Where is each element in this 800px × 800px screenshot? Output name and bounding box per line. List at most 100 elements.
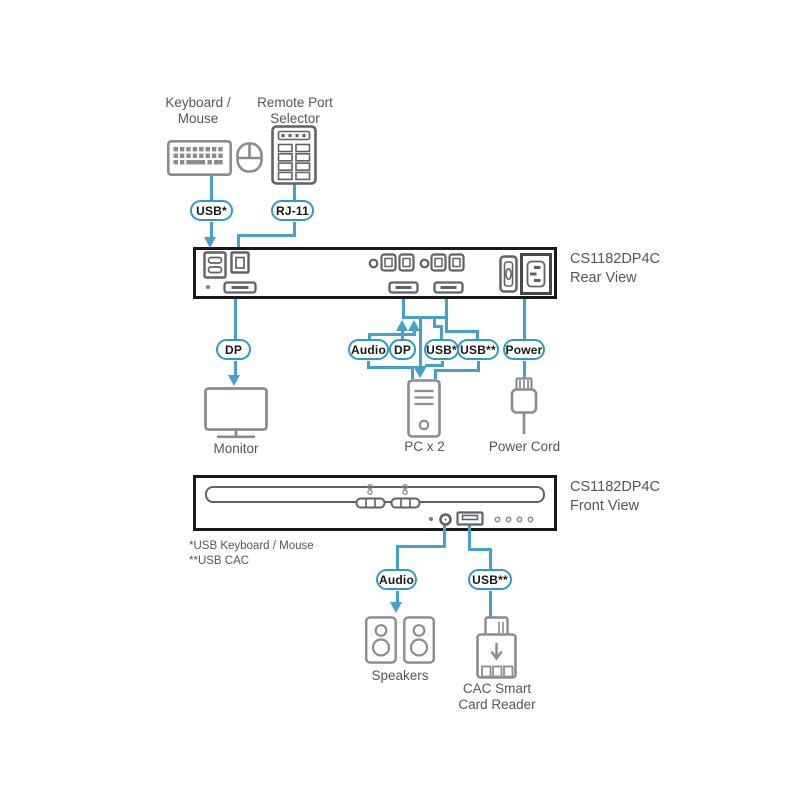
remote-selector-label-line1: Remote Port (257, 95, 333, 110)
front-view-title: CS1182DP4C Front View (570, 478, 660, 515)
badge-dp-monitor-label: DP (224, 342, 243, 357)
cable-rj11-a (293, 222, 296, 237)
badge-audio-front-label: Audio (379, 572, 414, 587)
footnote-usb-keyboard: *USB Keyboard / Mouse (189, 540, 314, 552)
dp-port-mid2-icon (433, 281, 464, 294)
speakers-label: Speakers (371, 668, 429, 683)
cable-usb2-dn-c (434, 372, 437, 379)
card-reader-label: CAC Smart Card Reader (444, 681, 550, 712)
card-reader-label-line1: CAC Smart (462, 681, 532, 696)
cable-audio-dn-b (367, 366, 414, 369)
remote-selector-label: Remote Port Selector (235, 95, 355, 126)
cable-usb1-c (440, 328, 443, 339)
front-led-3 (516, 516, 523, 523)
cable-pc-stem (419, 319, 422, 366)
cable-usb2-dn-b (434, 369, 480, 372)
usb-dual-port-icon (203, 251, 227, 279)
cable-bus-left (402, 299, 405, 317)
front-audio-jack-icon (438, 512, 453, 527)
arrow-down-speakers (390, 602, 402, 613)
arrow-up-2 (408, 320, 420, 331)
usb-b-port-2a-icon (430, 253, 447, 272)
badge-power: Power (503, 339, 545, 360)
port-select-button-1 (355, 497, 386, 509)
cable-bus (402, 316, 448, 319)
rear-audio-dot (206, 285, 210, 289)
front-view-title-line1: CS1182DP4C (570, 479, 661, 495)
cable-selector (293, 184, 296, 200)
badge-usb-keyboard: USB* (190, 200, 233, 221)
badge-usb-star-rear-label: USB* (426, 342, 457, 357)
front-view-title-line2: Front View (570, 497, 640, 514)
badge-usb-dstar-rear-label: USB** (460, 342, 496, 357)
rear-audio-jack-2-icon (419, 258, 430, 269)
mouse-icon (236, 142, 263, 173)
cable-audio-dn-a (367, 361, 370, 368)
cable-usb2-a (445, 319, 448, 333)
cable-audio-dn-c (411, 369, 414, 379)
arrow-down-pc (413, 366, 427, 378)
badge-power-label: Power (505, 342, 543, 357)
footnote-usb-cac: **USB CAC (189, 555, 250, 567)
front-led-4 (527, 516, 534, 523)
power-cord-icon (507, 377, 541, 437)
monitor-label: Monitor (213, 441, 259, 456)
power-cord-label: Power Cord (488, 439, 561, 454)
dp-port-mid1-icon (388, 281, 419, 294)
badge-usb-dstar-rear: USB** (457, 339, 499, 360)
badge-dp-rear-label: DP (393, 342, 412, 357)
pc-label: PC x 2 (404, 439, 445, 454)
keyboard-mouse-label: Keyboard / Mouse (138, 95, 258, 126)
usb-b-port-1b-icon (398, 253, 415, 272)
cable-usb1-b (433, 325, 443, 328)
cable-usb1-a (433, 319, 436, 327)
cable-usb-kb (210, 222, 213, 238)
cable-audio-up-c (368, 336, 371, 340)
rear-view-title-line1: CS1182DP4C (570, 251, 661, 267)
cac-card-reader-icon (476, 616, 518, 680)
button-led-glyph-1 (366, 483, 374, 496)
badge-dp-rear: DP (389, 339, 416, 360)
cable-usb2-dn-a (477, 361, 480, 372)
badge-usb-star-rear: USB* (424, 339, 459, 360)
rear-view-title-line2: Rear View (570, 269, 637, 286)
remote-selector-label-line2: Selector (270, 110, 320, 126)
badge-usb-dstar-front: USB** (468, 569, 512, 590)
monitor-icon (204, 387, 268, 439)
badge-audio-front: Audio (376, 569, 417, 590)
cable-fusb-a (468, 525, 471, 551)
cable-fusb-d (489, 591, 492, 617)
speakers-icon (365, 616, 435, 664)
cable-rj11-b (237, 234, 296, 237)
badge-audio-rear: Audio (348, 339, 389, 360)
rear-view-title: CS1182DP4C Rear View (570, 250, 660, 287)
badge-rj11-label: RJ-11 (275, 203, 310, 218)
front-led-1 (494, 516, 501, 523)
keyboard-icon (167, 140, 232, 176)
cable-dp-monitor-b (234, 361, 237, 376)
power-switch-icon (499, 255, 518, 293)
pc-tower-icon (407, 379, 441, 439)
front-led-2 (505, 516, 512, 523)
cable-usb2-c (476, 333, 479, 339)
keyboard-mouse-label-line2: Mouse (177, 110, 219, 126)
cable-power-a (523, 299, 526, 339)
cable-bus-right (445, 299, 448, 317)
port-select-button-2 (390, 497, 421, 509)
rj11-jack-icon (230, 251, 250, 274)
badge-dp-monitor: DP (216, 339, 251, 360)
cable-faudio-d (396, 591, 399, 603)
button-led-glyph-2 (401, 483, 409, 496)
cable-usb1-dn-b (425, 364, 444, 367)
cable-power-b (523, 361, 526, 378)
footnotes: *USB Keyboard / Mouse **USB CAC (189, 539, 314, 569)
usb-b-port-2b-icon (448, 253, 465, 272)
badge-usb-dstar-front-label: USB** (472, 572, 508, 587)
card-reader-label-line2: Card Reader (458, 696, 536, 712)
cable-rj11-c (237, 237, 240, 247)
keyboard-mouse-label-line1: Keyboard / (165, 95, 231, 110)
rear-panel (193, 247, 557, 299)
usb-b-port-1a-icon (380, 253, 397, 272)
rear-audio-jack-1-icon (368, 258, 379, 269)
